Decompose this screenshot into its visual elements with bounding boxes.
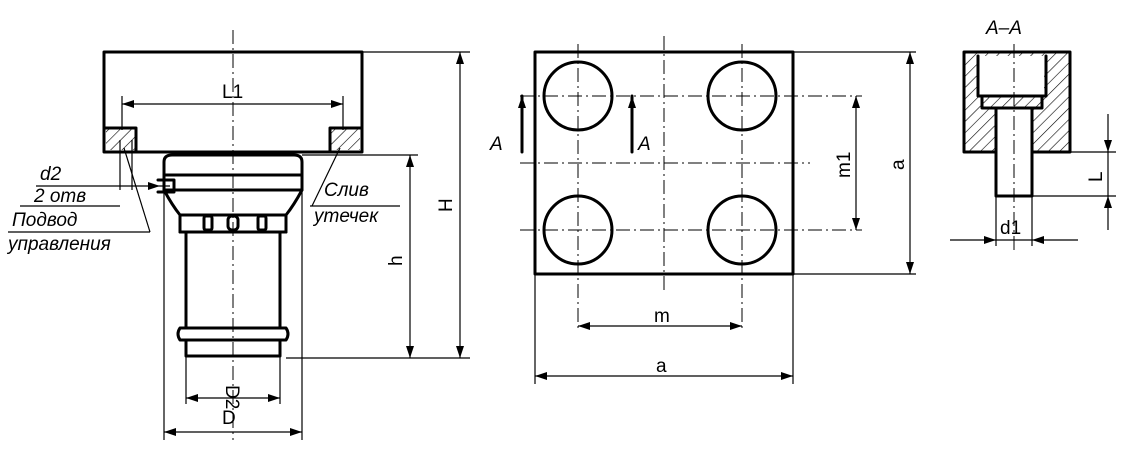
dim-h: h [386,255,407,266]
section-title: A–A [985,18,1022,39]
dim-m1: m1 [834,152,855,178]
section-view: A–A L d1 [950,18,1116,250]
dim-D: D [222,408,236,429]
dim-L: L [1086,171,1107,182]
dim-a-vertical: a [888,159,909,170]
label-d2: d2 [40,164,62,185]
section-mark-A-left: A [489,134,503,155]
dim-m: m [654,306,670,327]
hatch-right [330,128,360,150]
mounting-face-view: A A m1 a m a [489,36,916,384]
dim-a-horizontal: a [656,356,667,377]
label-drain: Слив [324,180,369,201]
dim-L1: L1 [222,82,243,103]
dim-D2: D2 [221,385,242,409]
label-control: управления [6,234,111,255]
cartridge-body [184,230,282,330]
dim-H: H [436,198,457,212]
hatch-left [106,128,136,150]
housing-outline [102,50,364,154]
label-two-holes: 2 отв [33,186,86,207]
label-leakage: утечек [312,206,379,227]
section-mark-A-right: A [637,134,651,155]
label-supply: Подвод [12,210,77,231]
dim-d1: d1 [1000,218,1021,239]
cartridge-collar [162,153,304,192]
side-view: L1 H h D2 D d2 2 отв П [6,30,470,440]
